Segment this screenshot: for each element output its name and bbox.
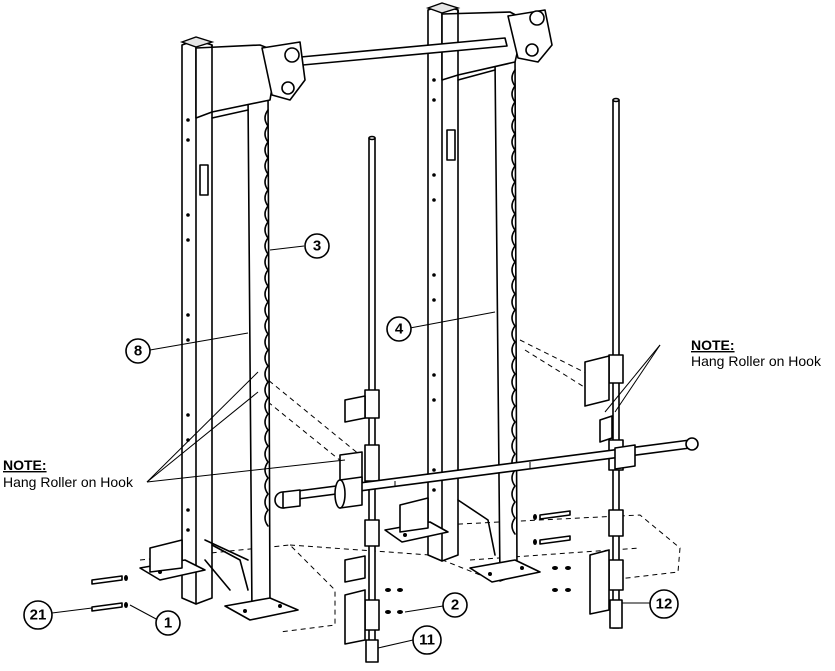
barbell	[274, 437, 699, 509]
hardware-left	[91, 575, 403, 614]
callout-8-label: 8	[134, 343, 142, 360]
right-guide-rod	[584, 97, 624, 629]
left-upright-holes	[186, 118, 190, 532]
callout-4: 4	[386, 316, 412, 342]
note-left: NOTE: Hang Roller on Hook	[3, 457, 134, 490]
callout-4-label: 4	[395, 321, 404, 338]
callout-11: 11	[412, 625, 442, 655]
callout-2: 2	[442, 592, 468, 618]
callout-21: 21	[23, 600, 53, 630]
callout-21-label: 21	[30, 607, 47, 624]
callout-1-label: 1	[164, 615, 172, 632]
leader-lines	[51, 245, 661, 649]
callout-12: 12	[649, 589, 679, 619]
right-frame	[384, 2, 541, 583]
note-right-title: NOTE:	[691, 337, 735, 353]
callout-3-label: 3	[313, 238, 321, 255]
left-frame	[139, 36, 299, 621]
note-right-body: Hang Roller on Hook	[691, 353, 822, 369]
callout-3: 3	[304, 233, 330, 259]
note-left-body: Hang Roller on Hook	[3, 474, 134, 490]
left-guide-rod	[339, 135, 380, 663]
callout-12-label: 12	[656, 596, 673, 613]
callout-8: 8	[125, 338, 151, 364]
callout-2-label: 2	[451, 597, 459, 614]
note-right: NOTE: Hang Roller on Hook	[691, 337, 822, 369]
callout-1: 1	[155, 610, 181, 636]
callout-11-label: 11	[419, 632, 435, 649]
note-left-title: NOTE:	[3, 457, 47, 473]
right-upright-holes	[432, 78, 436, 492]
hardware-right	[533, 510, 571, 592]
top-crossbar	[261, 9, 553, 101]
